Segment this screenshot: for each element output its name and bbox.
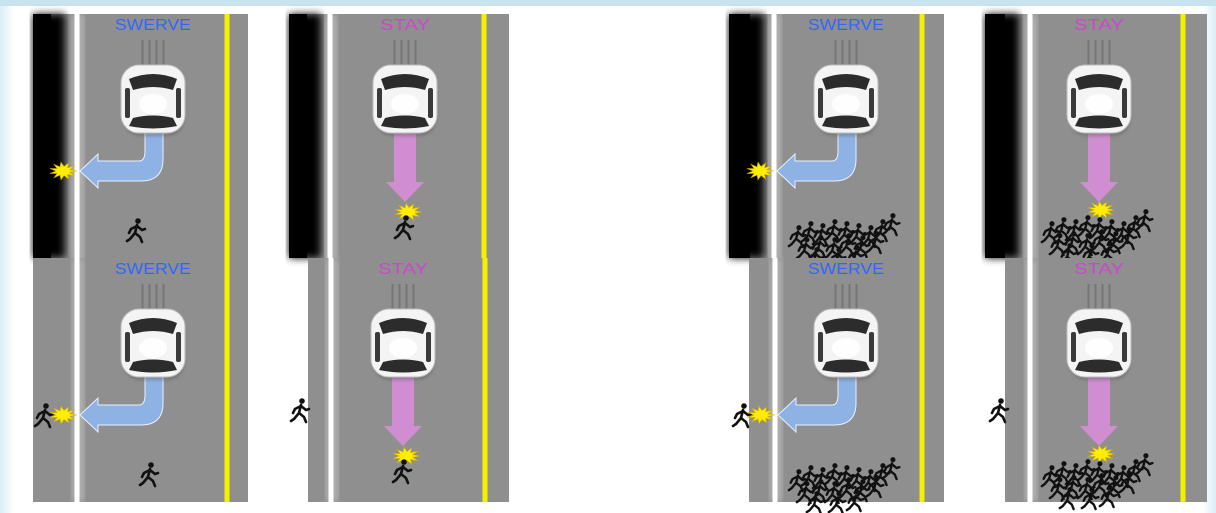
road-edge-line — [1028, 14, 1033, 258]
yellow-lane-line — [483, 258, 488, 502]
pedestrian-icon — [291, 398, 309, 422]
yellow-lane-line — [920, 258, 925, 502]
swerve-label: SWERVE — [115, 261, 191, 278]
road-edge-line — [328, 14, 333, 258]
swerve-label: SWERVE — [115, 17, 191, 34]
panel-swerve-wall: SWERVE — [729, 14, 944, 269]
road-edge-line — [329, 258, 334, 502]
stay-label: STAY — [1074, 261, 1124, 278]
yellow-lane-line — [1181, 14, 1186, 258]
road-edge-line — [75, 258, 80, 502]
panel-stay-pedestrian: STAY — [291, 258, 509, 502]
swerve-label: SWERVE — [808, 17, 884, 34]
yellow-lane-line — [225, 258, 230, 502]
swerve-label: SWERVE — [808, 261, 884, 278]
stay-label: STAY — [380, 17, 430, 34]
road-edge-line — [772, 14, 777, 258]
barrier-wall — [33, 14, 65, 258]
panel-swerve-wall: SWERVE — [33, 14, 248, 258]
yellow-lane-line — [225, 14, 230, 258]
pedestrian-icon — [733, 403, 751, 427]
stay-label: STAY — [1074, 17, 1124, 34]
road-edge-line — [773, 258, 778, 502]
panel-stay-wall: STAY — [289, 14, 509, 258]
yellow-lane-line — [482, 14, 487, 258]
yellow-lane-line — [1181, 258, 1186, 502]
panel-swerve-pedestrian: SWERVE — [33, 258, 248, 502]
barrier-wall — [985, 14, 1019, 258]
road-edge-line — [1028, 258, 1033, 502]
barrier-wall — [729, 14, 764, 258]
yellow-lane-line — [920, 14, 925, 258]
panel-stay-pedestrian: STAY — [990, 258, 1207, 509]
barrier-wall — [289, 14, 321, 258]
panel-stay-wall: STAY — [985, 14, 1207, 265]
road-edge-line — [75, 14, 80, 258]
panel-swerve-pedestrian: SWERVE — [733, 258, 944, 513]
stay-label: STAY — [378, 261, 428, 278]
